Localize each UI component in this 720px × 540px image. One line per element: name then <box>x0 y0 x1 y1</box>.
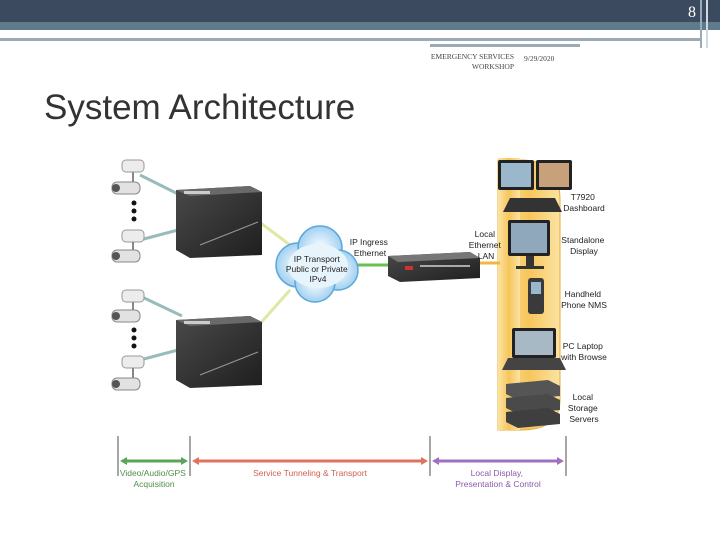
stage-label-transport: Service Tunneling & Transport <box>253 468 368 478</box>
laptop-icon <box>502 328 566 370</box>
svg-text:IP Ingress Ethernet: IP Ingress Ethernet <box>350 237 391 258</box>
device-label-phone-1: Handheld <box>565 289 602 299</box>
device-label-storage-3: Servers <box>569 414 598 424</box>
footer-rule <box>430 44 580 47</box>
svg-text:T7920 Dashboard: T7920 Dashboard <box>563 192 605 213</box>
stage-label-acquisition-2: Acquisition <box>133 479 174 489</box>
svg-text:Local Ethernet LAN: Local Ethernet LAN <box>469 229 504 261</box>
cloud-label-3: IPv4 <box>309 274 326 284</box>
device-label-phone-2: Phone NMS <box>561 300 607 310</box>
header-bar <box>0 0 720 22</box>
lan-label-2: Ethernet <box>469 240 502 250</box>
svg-text:Standalone Display: Standalone Display <box>561 235 606 256</box>
stage-arrow-display <box>432 457 564 465</box>
cloud-label-2: Public or Private <box>286 264 348 274</box>
device-label-laptop-1: PC Laptop <box>563 341 603 351</box>
handheld-phone-icon <box>528 278 544 314</box>
svg-text:PC Laptop with Browse: PC Laptop with Browse <box>560 341 607 362</box>
stage-label-acquisition-1: Video/Audio/GPS <box>120 468 186 478</box>
svg-text:Service Tunneling & Transport: Service Tunneling & Transport <box>253 468 368 478</box>
device-label-display-2: Display <box>570 246 599 256</box>
stage-arrow-transport <box>192 457 428 465</box>
svg-text:Video/Audio/GPS Acquisitio: Video/Audio/GPS Acquisition <box>120 468 188 489</box>
device-label-storage-1: Local <box>573 392 593 402</box>
lan-label-1: Local <box>475 229 495 239</box>
footer-text: EMERGENCY SERVICES WORKSHOP <box>430 52 514 71</box>
camera-icon <box>111 289 145 323</box>
stage-label-display-2: Presentation & Control <box>455 479 541 489</box>
cloud-icon <box>275 225 359 303</box>
slide-number: 8 <box>688 4 696 21</box>
slide-date: 9/29/2020 <box>524 54 555 63</box>
camera-group-top <box>111 159 191 263</box>
router-icon <box>388 252 480 282</box>
corner-line <box>700 0 702 48</box>
header-rule <box>0 38 700 41</box>
svg-text:Handheld Phone NMS: Handheld Phone NMS <box>561 289 607 310</box>
device-label-dashboard-1: T7920 <box>571 192 595 202</box>
corner-line-light <box>706 0 708 48</box>
camera-icon <box>111 159 145 195</box>
slide-title: System Architecture <box>44 88 356 127</box>
ingress-label-1: IP Ingress <box>350 237 388 247</box>
stage-label-display-1: Local Display, <box>471 468 523 478</box>
cloud-label-1: IP Transport <box>294 254 341 264</box>
camera-icon <box>111 229 145 263</box>
standalone-display-icon <box>508 220 550 269</box>
header-accent-bar <box>0 22 720 30</box>
svg-text:IP Transport Public or Pri: IP Transport Public or Private IPv4 <box>286 254 350 284</box>
ingress-label-2: Ethernet <box>354 248 387 258</box>
device-label-laptop-2: with Browse <box>560 352 607 362</box>
camera-group-bottom <box>111 289 183 391</box>
svg-text:Local Display, Presentatio: Local Display, Presentation & Control <box>455 468 541 489</box>
device-label-dashboard-2: Dashboard <box>563 203 605 213</box>
encoder-box-icon <box>176 186 262 258</box>
device-label-storage-2: Storage <box>568 403 598 413</box>
camera-icon <box>111 355 145 391</box>
lan-label-3: LAN <box>478 251 495 261</box>
encoder-box-icon <box>176 316 262 388</box>
device-label-display-1: Standalone <box>561 235 604 245</box>
stage-arrow-acquisition <box>120 457 188 465</box>
storage-servers-icon <box>506 380 560 428</box>
dashboard-monitors-icon <box>498 160 572 212</box>
svg-text:Local Storage Servers: Local Storage Servers <box>568 392 600 424</box>
